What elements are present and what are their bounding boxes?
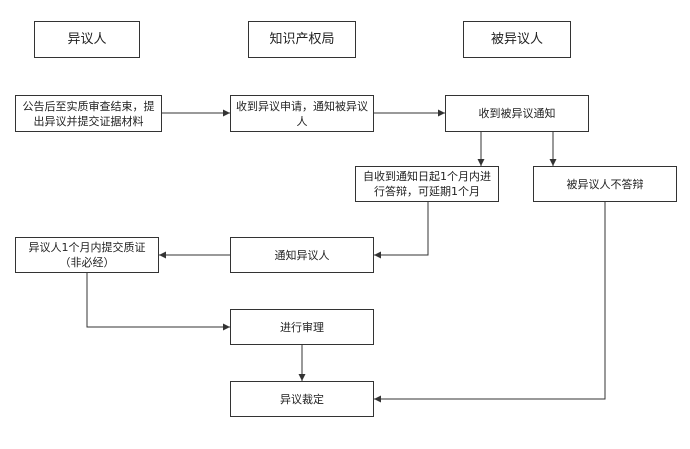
arrow-no-reply-to-decision: [374, 202, 606, 403]
step-decision: 异议裁定: [230, 381, 374, 417]
step-submit-opposition: 公告后至实质审查结束，提出异议并提交证据材料: [15, 95, 162, 132]
header-opponent: 异议人: [34, 21, 140, 58]
header-ip-office: 知识产权局: [248, 21, 356, 58]
step-no-reply: 被异议人不答辩: [533, 166, 677, 202]
header-respondent: 被异议人: [463, 21, 571, 58]
arrow-opponent-to-review: [86, 273, 230, 331]
step-review: 进行审理: [230, 309, 374, 345]
arrow-reply-to-notify: [374, 202, 429, 259]
step-notify-opponent: 通知异议人: [230, 237, 374, 273]
step-receive-notice: 收到被异议通知: [445, 95, 589, 132]
step-submit-cross-exam: 异议人1个月内提交质证（非必经）: [15, 237, 159, 273]
step-receive-request: 收到异议申请，通知被异议人: [230, 95, 374, 132]
step-reply-deadline: 自收到通知日起1个月内进行答辩，可延期1个月: [355, 166, 499, 202]
